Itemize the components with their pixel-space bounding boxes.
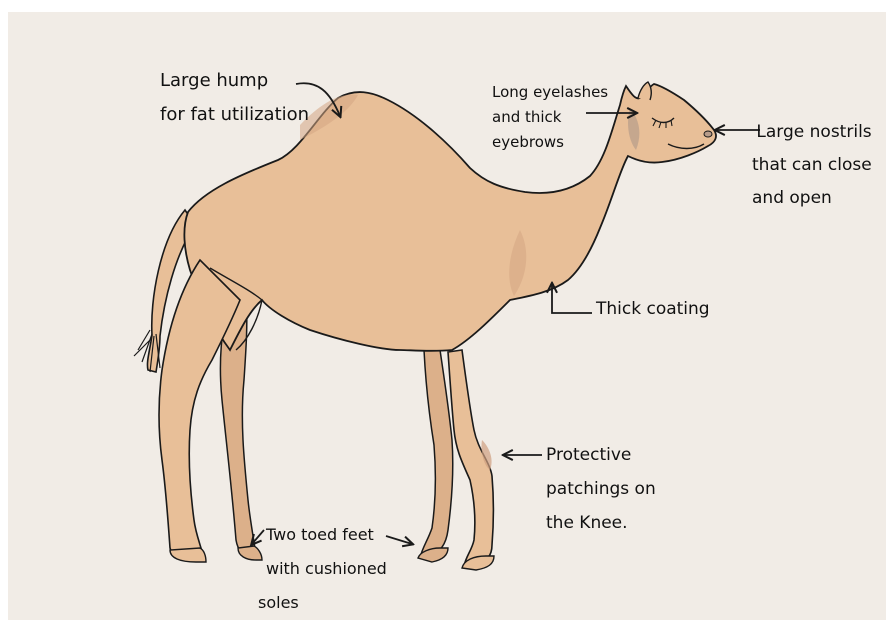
far-front-leg: [420, 350, 453, 558]
label-eyelashes-line3: eyebrows: [492, 130, 608, 155]
hoof-near-hind: [170, 548, 206, 562]
label-hump-line2: for fat utilization: [160, 98, 309, 132]
ear: [638, 82, 651, 100]
label-coating-line1: Thick coating: [596, 296, 710, 322]
nostril: [704, 131, 712, 137]
arrow-icon: [386, 536, 412, 544]
label-nostrils: Large nostrils that can close and open: [752, 116, 872, 215]
label-feet-line3: soles: [258, 586, 387, 620]
label-knee-line3: the Knee.: [546, 506, 656, 540]
label-feet-line2: with cushioned: [266, 552, 387, 586]
arrow-icon: [552, 284, 592, 313]
label-nostrils-line3: and open: [752, 182, 872, 215]
label-eyelashes-line2: and thick: [492, 105, 608, 130]
label-hump: Large hump for fat utilization: [160, 64, 309, 132]
label-feet-line1: Two toed feet: [266, 518, 387, 552]
label-knee-line2: patchings on: [546, 472, 656, 506]
label-knee-line1: Protective: [546, 438, 656, 472]
label-eyelashes-line1: Long eyelashes: [492, 80, 608, 105]
label-nostrils-line1: Large nostrils: [752, 116, 872, 149]
label-feet: Two toed feet with cushioned soles: [266, 518, 387, 620]
label-coating: Thick coating: [596, 296, 710, 322]
hoof-far-hind: [238, 546, 262, 560]
label-knee: Protective patchings on the Knee.: [546, 438, 656, 540]
label-eyelashes: Long eyelashes and thick eyebrows: [492, 80, 608, 155]
label-hump-line1: Large hump: [160, 64, 309, 98]
label-nostrils-line2: that can close: [752, 149, 872, 182]
